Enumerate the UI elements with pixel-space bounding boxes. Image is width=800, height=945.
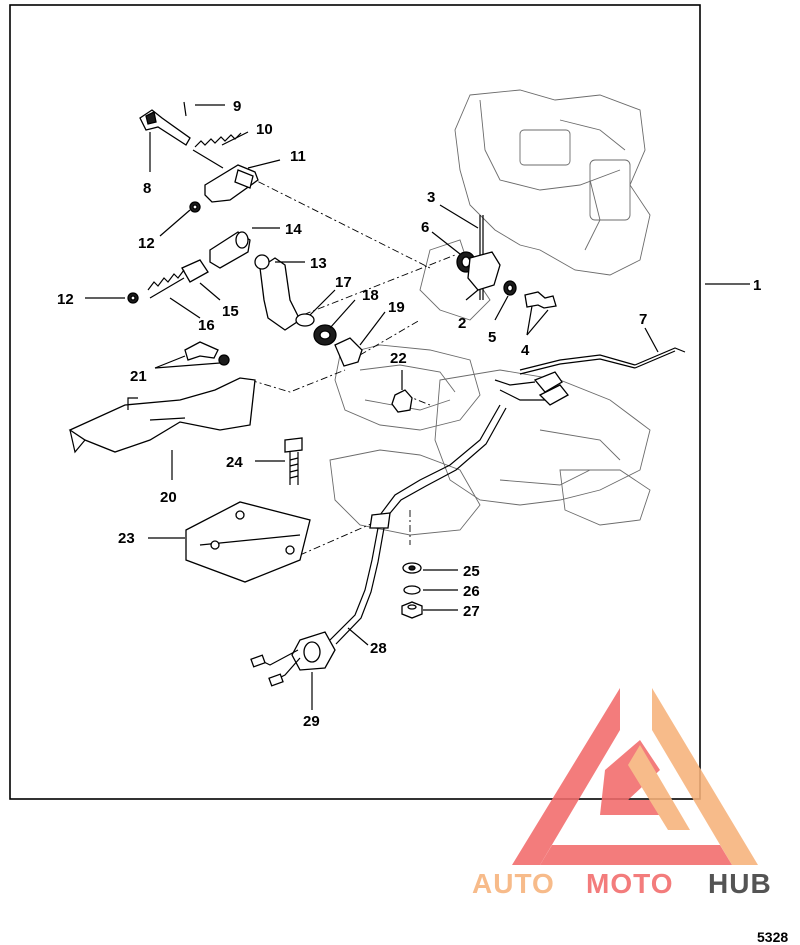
callout-2: 2 <box>458 315 466 332</box>
mounting-bracket <box>68 341 256 454</box>
callout-10: 10 <box>256 121 273 138</box>
diagram-frame <box>9 4 701 800</box>
callout-19: 19 <box>388 299 405 316</box>
reference-number: 5328 <box>757 929 788 945</box>
callout-6: 6 <box>421 219 429 236</box>
wiring-harness <box>250 347 686 687</box>
mounting-plate <box>185 437 311 583</box>
callout-12b: 12 <box>57 291 74 308</box>
callout-21: 21 <box>130 368 147 385</box>
callout-22: 22 <box>390 350 407 367</box>
callout-5: 5 <box>488 329 496 346</box>
callout-3: 3 <box>427 189 435 206</box>
engine-outline <box>329 89 651 536</box>
logo-text-auto: AUTO <box>472 868 555 899</box>
logo-triangle-mark <box>512 688 620 865</box>
callout-20: 20 <box>160 489 177 506</box>
callout-29: 29 <box>303 713 320 730</box>
callout-14: 14 <box>285 221 302 238</box>
washer-nut-stack <box>401 562 423 619</box>
leader-lines <box>85 104 750 710</box>
callout-4: 4 <box>521 342 530 359</box>
callout-17: 17 <box>335 274 352 291</box>
logo-text-hub: HUB <box>708 868 772 899</box>
callout-16: 16 <box>198 317 215 334</box>
trunnion-pin-assembly <box>139 101 259 213</box>
watermark-logo: AUTO MOTO HUB <box>472 688 772 899</box>
callout-27: 27 <box>463 603 480 620</box>
callout-25: 25 <box>463 563 480 580</box>
callout-23: 23 <box>118 530 135 547</box>
callout-28: 28 <box>370 640 387 657</box>
callout-labels: 1 2 3 4 5 6 7 8 9 10 11 12 12 13 14 15 1… <box>57 98 761 730</box>
callout-9: 9 <box>233 98 241 115</box>
callout-11: 11 <box>290 148 306 165</box>
callout-8: 8 <box>143 180 151 197</box>
logo-text-moto: MOTO <box>586 868 673 899</box>
cam-assembly <box>456 215 557 309</box>
callout-26: 26 <box>463 583 480 600</box>
callout-13: 13 <box>310 255 327 272</box>
shift-lever-assembly <box>127 231 413 413</box>
callout-7: 7 <box>639 311 647 328</box>
callout-15: 15 <box>222 303 239 320</box>
assembly-lines <box>244 174 481 556</box>
callout-18: 18 <box>362 287 379 304</box>
callout-1: 1 <box>753 277 761 294</box>
callout-24: 24 <box>226 454 243 471</box>
callout-12a: 12 <box>138 235 155 252</box>
